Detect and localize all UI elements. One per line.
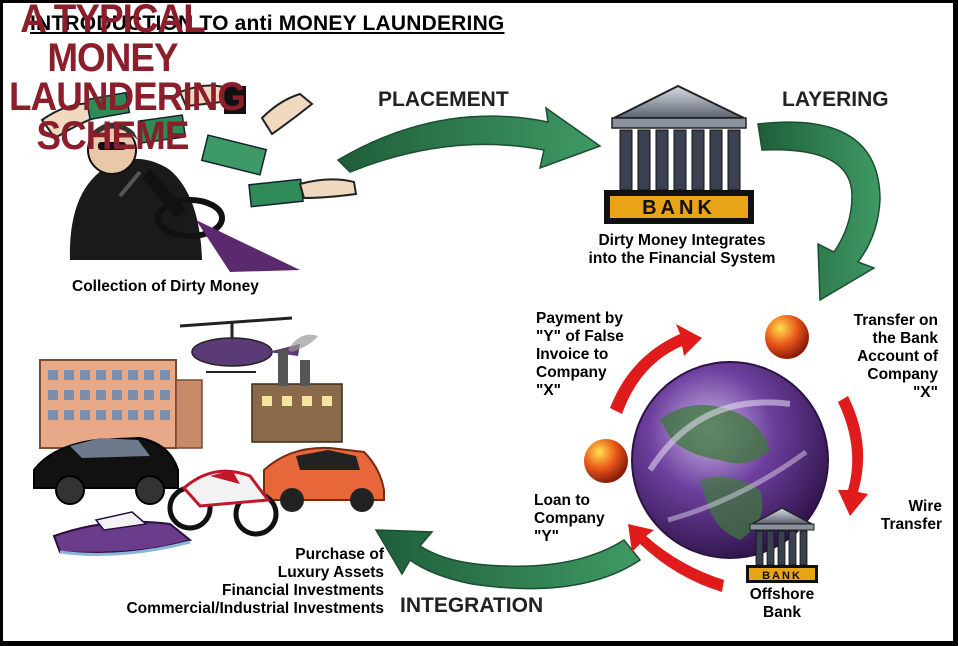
- caption-line: Loan to: [534, 492, 590, 509]
- integration-arrow: [374, 529, 642, 590]
- stage-layering-label: LAYERING: [782, 88, 889, 111]
- caption-collection: Collection of Dirty Money: [72, 278, 259, 295]
- main-bank-sign: BANK: [642, 197, 716, 219]
- offshore-bank-icon: [746, 507, 818, 583]
- caption-line: "Y": [534, 528, 560, 545]
- collection-illustration: [40, 84, 358, 272]
- caption-loan: Loan to Company "Y": [534, 492, 605, 546]
- scheme-title: A TYPICAL MONEY LAUNDERING SCHEME: [0, 0, 246, 158]
- caption-line: Invoice to: [536, 346, 609, 363]
- caption-line: the Bank: [872, 330, 938, 347]
- caption-line: Bank: [763, 604, 801, 621]
- caption-line: "X": [536, 382, 562, 399]
- caption-offshore: Offshore Bank: [744, 586, 820, 622]
- scheme-title-line: SCHEME: [36, 114, 190, 158]
- caption-line: "Y" of False: [536, 328, 624, 345]
- company-x-ball-icon: [765, 315, 809, 359]
- scheme-title-line: A TYPICAL: [20, 0, 206, 41]
- page-heading: INTRODUCTION TO anti MONEY LAUNDERING: [30, 12, 505, 35]
- caption-line: Account of: [857, 348, 938, 365]
- caption-line: Commercial/Industrial Investments: [126, 600, 384, 617]
- main-bank-icon: [604, 84, 754, 224]
- cycle-arrows: [610, 324, 868, 592]
- stage-integration-label: INTEGRATION: [400, 594, 544, 617]
- caption-line: Luxury Assets: [277, 564, 384, 581]
- caption-integrates: Dirty Money Integrates into the Financia…: [568, 232, 796, 268]
- caption-line: Offshore: [749, 586, 815, 603]
- caption-line: into the Financial System: [588, 250, 776, 267]
- caption-wire: Wire Transfer: [850, 498, 942, 534]
- caption-line: Wire: [908, 498, 942, 515]
- caption-line: Company: [536, 364, 607, 381]
- caption-line: Financial Investments: [222, 582, 384, 599]
- caption-line: Dirty Money Integrates: [598, 232, 766, 249]
- caption-line: Payment by: [536, 310, 624, 327]
- caption-purchase: Purchase of Luxury Assets Financial Inve…: [72, 546, 384, 618]
- caption-line: Purchase of: [295, 546, 384, 563]
- caption-line: Transfer on: [853, 312, 938, 329]
- stage-placement-label: PLACEMENT: [378, 88, 509, 111]
- caption-payment: Payment by "Y" of False Invoice to Compa…: [536, 310, 624, 400]
- placement-arrow: [336, 106, 602, 173]
- layering-arrow: [757, 121, 881, 302]
- scheme-title-line: MONEY: [47, 36, 178, 80]
- caption-transfer: Transfer on the Bank Account of Company …: [814, 312, 938, 402]
- caption-line: Company: [534, 510, 605, 527]
- scheme-title-line: LAUNDERING: [9, 75, 246, 119]
- offshore-bank-sign: BANK: [762, 570, 802, 582]
- caption-line: Company: [867, 366, 938, 383]
- caption-line: "X": [912, 384, 938, 401]
- luxury-assets-illustration: [33, 316, 385, 556]
- caption-line: Transfer: [880, 516, 942, 533]
- company-y-ball-icon: [584, 439, 628, 483]
